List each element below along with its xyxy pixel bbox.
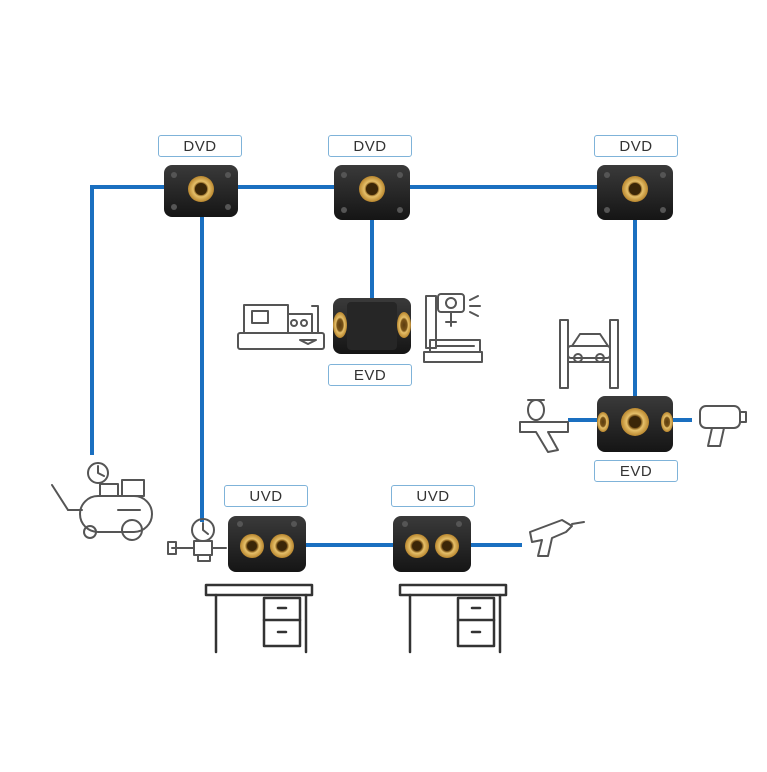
pipe-main-line xyxy=(90,185,637,455)
label-dvd-2: DVD xyxy=(328,135,412,157)
impact-wrench-icon xyxy=(699,405,747,447)
workbench-icon-2 xyxy=(398,583,508,654)
lathe-machine-icon xyxy=(237,304,325,350)
uvd-fitting-2 xyxy=(393,516,471,572)
air-compressor-icon xyxy=(51,462,153,541)
uvd-fitting-1 xyxy=(228,516,306,572)
label-uvd-1: UVD xyxy=(224,485,308,507)
evd-fitting-1 xyxy=(333,298,411,354)
dvd-fitting-2 xyxy=(334,165,410,220)
label-evd-2: EVD xyxy=(594,460,678,482)
evd-fitting-2 xyxy=(597,396,673,452)
label-dvd-1: DVD xyxy=(158,135,242,157)
dvd-fitting-1 xyxy=(164,165,238,217)
label-evd-1: EVD xyxy=(328,364,412,386)
car-lift-icon xyxy=(559,319,619,389)
dvd-fitting-3 xyxy=(597,165,673,220)
spray-gun-icon xyxy=(519,399,569,453)
blow-gun-icon xyxy=(529,519,585,557)
drill-press-icon xyxy=(423,293,483,363)
pressure-regulator-icon xyxy=(167,518,227,562)
label-uvd-2: UVD xyxy=(391,485,475,507)
workbench-icon-1 xyxy=(204,583,314,654)
label-dvd-3: DVD xyxy=(594,135,678,157)
